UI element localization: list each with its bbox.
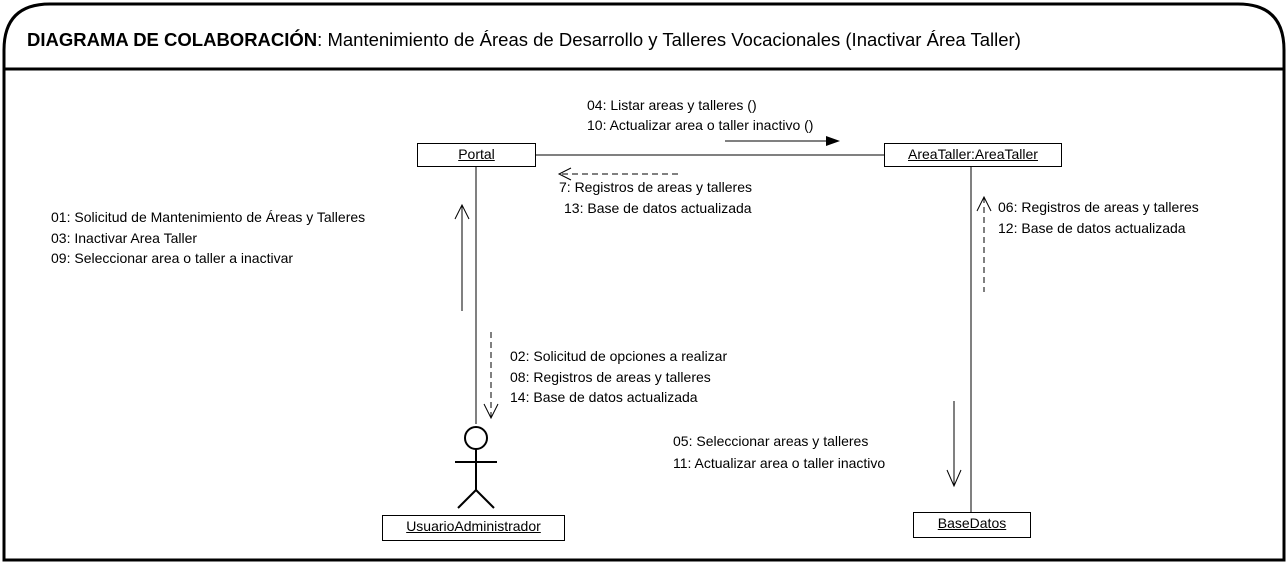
object-basedatos: BaseDatos (913, 512, 1031, 538)
object-usuario-administrador: UsuarioAdministrador (382, 515, 565, 541)
object-portal: Portal (417, 143, 536, 167)
msg-areataller-to-basedatos-1: 05: Seleccionar areas y talleres (673, 433, 869, 449)
msg-portal-to-actor-1: 02: Solicitud de opciones a realizar (510, 348, 728, 364)
diagram-title: DIAGRAMA DE COLABORACIÓN: Mantenimiento … (27, 28, 1021, 52)
msg-portal-to-areataller-2: 10: Actualizar area o taller inactivo () (587, 117, 814, 133)
arrow-basedatos-to-areataller-head (976, 195, 992, 212)
msg-portal-to-actor-2: 08: Registros de areas y talleres (510, 369, 711, 385)
msg-areataller-to-portal-2: 13: Base de datos actualizada (564, 200, 752, 216)
msg-areataller-to-basedatos-2: 11: Actualizar area o taller inactivo (673, 455, 886, 471)
title-bold: DIAGRAMA DE COLABORACIÓN (27, 29, 318, 50)
msg-actor-to-portal-2: 03: Inactivar Area Taller (51, 230, 198, 246)
arrow-areataller-to-basedatos-head (946, 469, 962, 488)
arrow-portal-to-actor-head (483, 403, 499, 420)
msg-portal-to-areataller-1: 04: Listar areas y talleres () (587, 97, 757, 113)
arrow-actor-to-portal-head (454, 203, 470, 220)
object-areataller: AreaTaller:AreaTaller (884, 143, 1062, 167)
arrow-portal-to-areataller-head (826, 136, 840, 146)
arrow-areataller-to-portal-head (557, 167, 572, 181)
msg-areataller-to-portal-1: 7: Registros de areas y talleres (559, 179, 752, 195)
msg-basedatos-to-areataller-1: 06: Registros de areas y talleres (998, 199, 1199, 215)
msg-basedatos-to-areataller-2: 12: Base de datos actualizada (998, 220, 1186, 236)
msg-portal-to-actor-3: 14: Base de datos actualizada (510, 389, 698, 405)
msg-actor-to-portal-1: 01: Solicitud de Mantenimiento de Áreas … (51, 209, 366, 225)
title-rest: : Mantenimiento de Áreas de Desarrollo y… (317, 29, 1021, 50)
msg-actor-to-portal-3: 09: Seleccionar area o taller a inactiva… (51, 250, 294, 266)
actor-icon (455, 426, 497, 509)
